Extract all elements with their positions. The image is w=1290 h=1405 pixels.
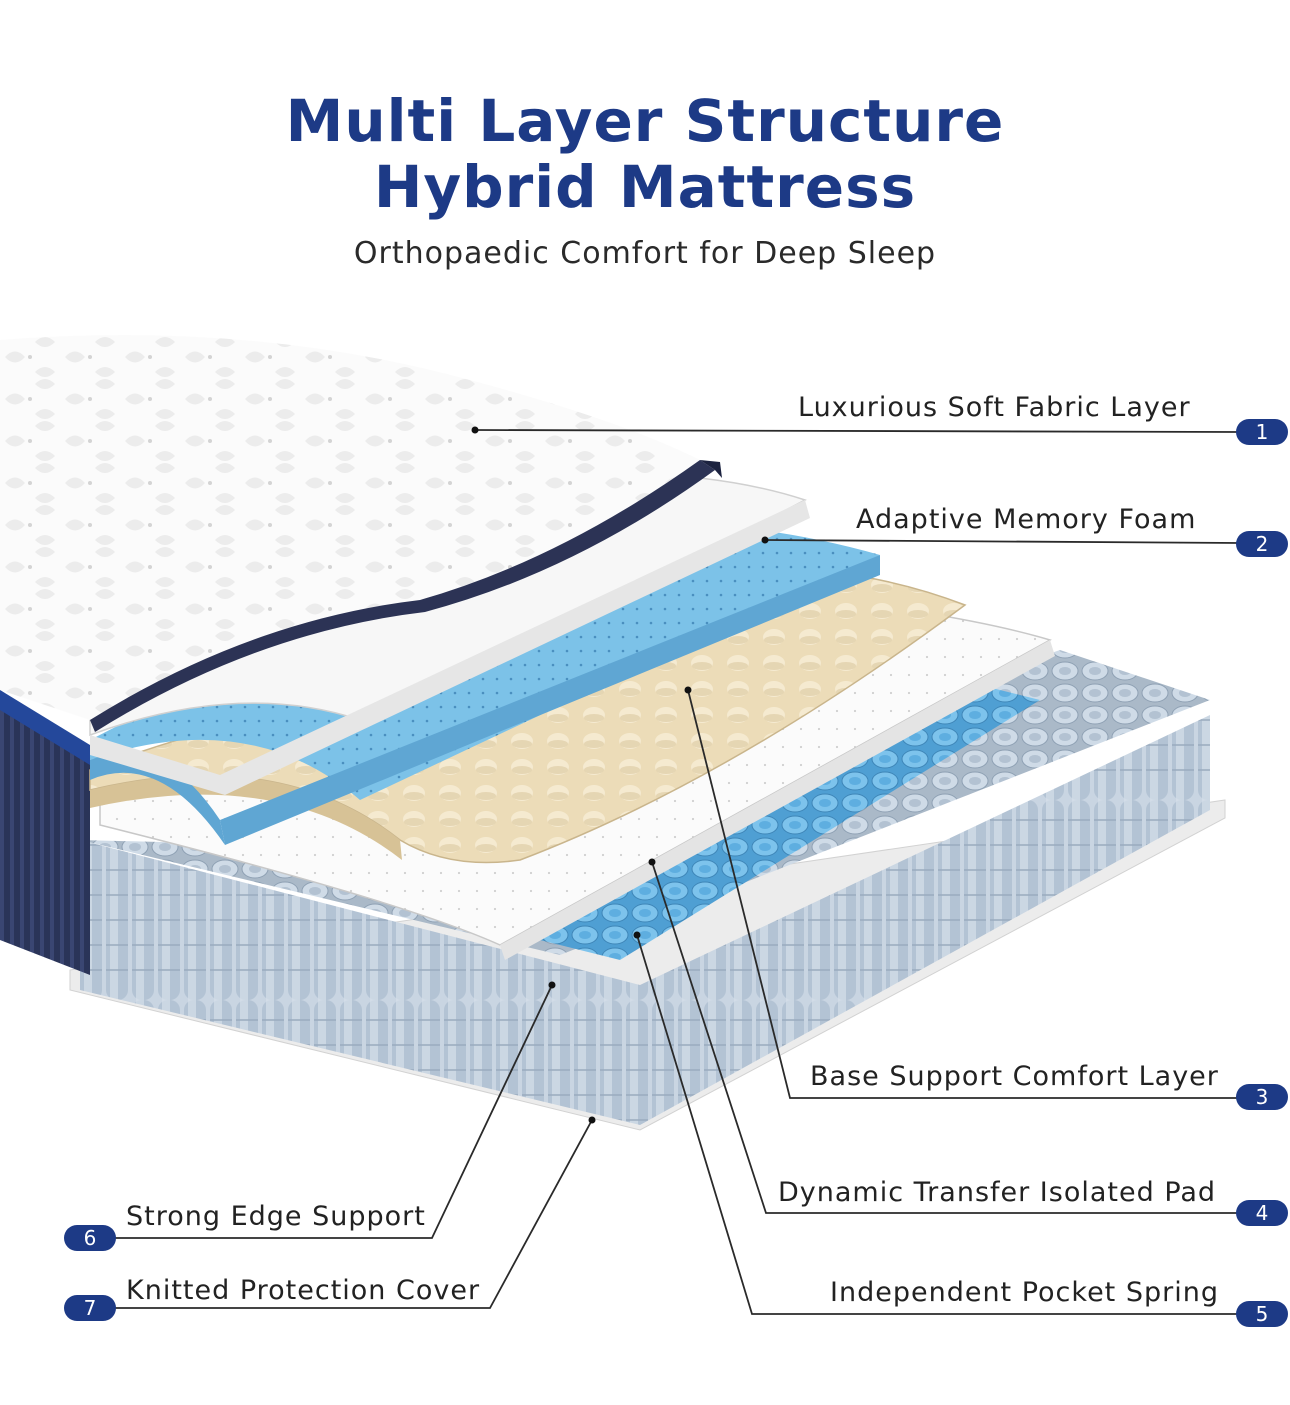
leader-dots xyxy=(471,426,769,1124)
callout-label-6: Strong Edge Support xyxy=(126,1201,426,1232)
callout-badge-1: 1 xyxy=(1236,419,1288,445)
title-line-1: Multi Layer Structure xyxy=(285,87,1005,155)
callout-badge-3: 3 xyxy=(1236,1084,1288,1110)
callout-badge-2: 2 xyxy=(1236,531,1288,557)
callout-label-4: Dynamic Transfer Isolated Pad xyxy=(778,1177,1217,1208)
callout-label-1: Luxurious Soft Fabric Layer xyxy=(798,392,1191,423)
leader-lines xyxy=(115,429,1241,1315)
callout-badge-6: 6 xyxy=(64,1225,116,1251)
callout-label-2: Adaptive Memory Foam xyxy=(856,504,1197,535)
callout-badge-7: 7 xyxy=(64,1295,116,1321)
callout-label-3: Base Support Comfort Layer xyxy=(810,1061,1219,1092)
callout-badge-5: 5 xyxy=(1236,1301,1288,1327)
subtitle: Orthopaedic Comfort for Deep Sleep xyxy=(353,236,937,271)
callout-badge-4: 4 xyxy=(1236,1200,1288,1226)
title-block: Multi Layer Structure Hybrid Mattress xyxy=(0,88,1290,220)
title-line-2: Hybrid Mattress xyxy=(373,153,917,221)
callout-label-5: Independent Pocket Spring xyxy=(830,1277,1219,1308)
callout-label-7: Knitted Protection Cover xyxy=(126,1275,481,1306)
